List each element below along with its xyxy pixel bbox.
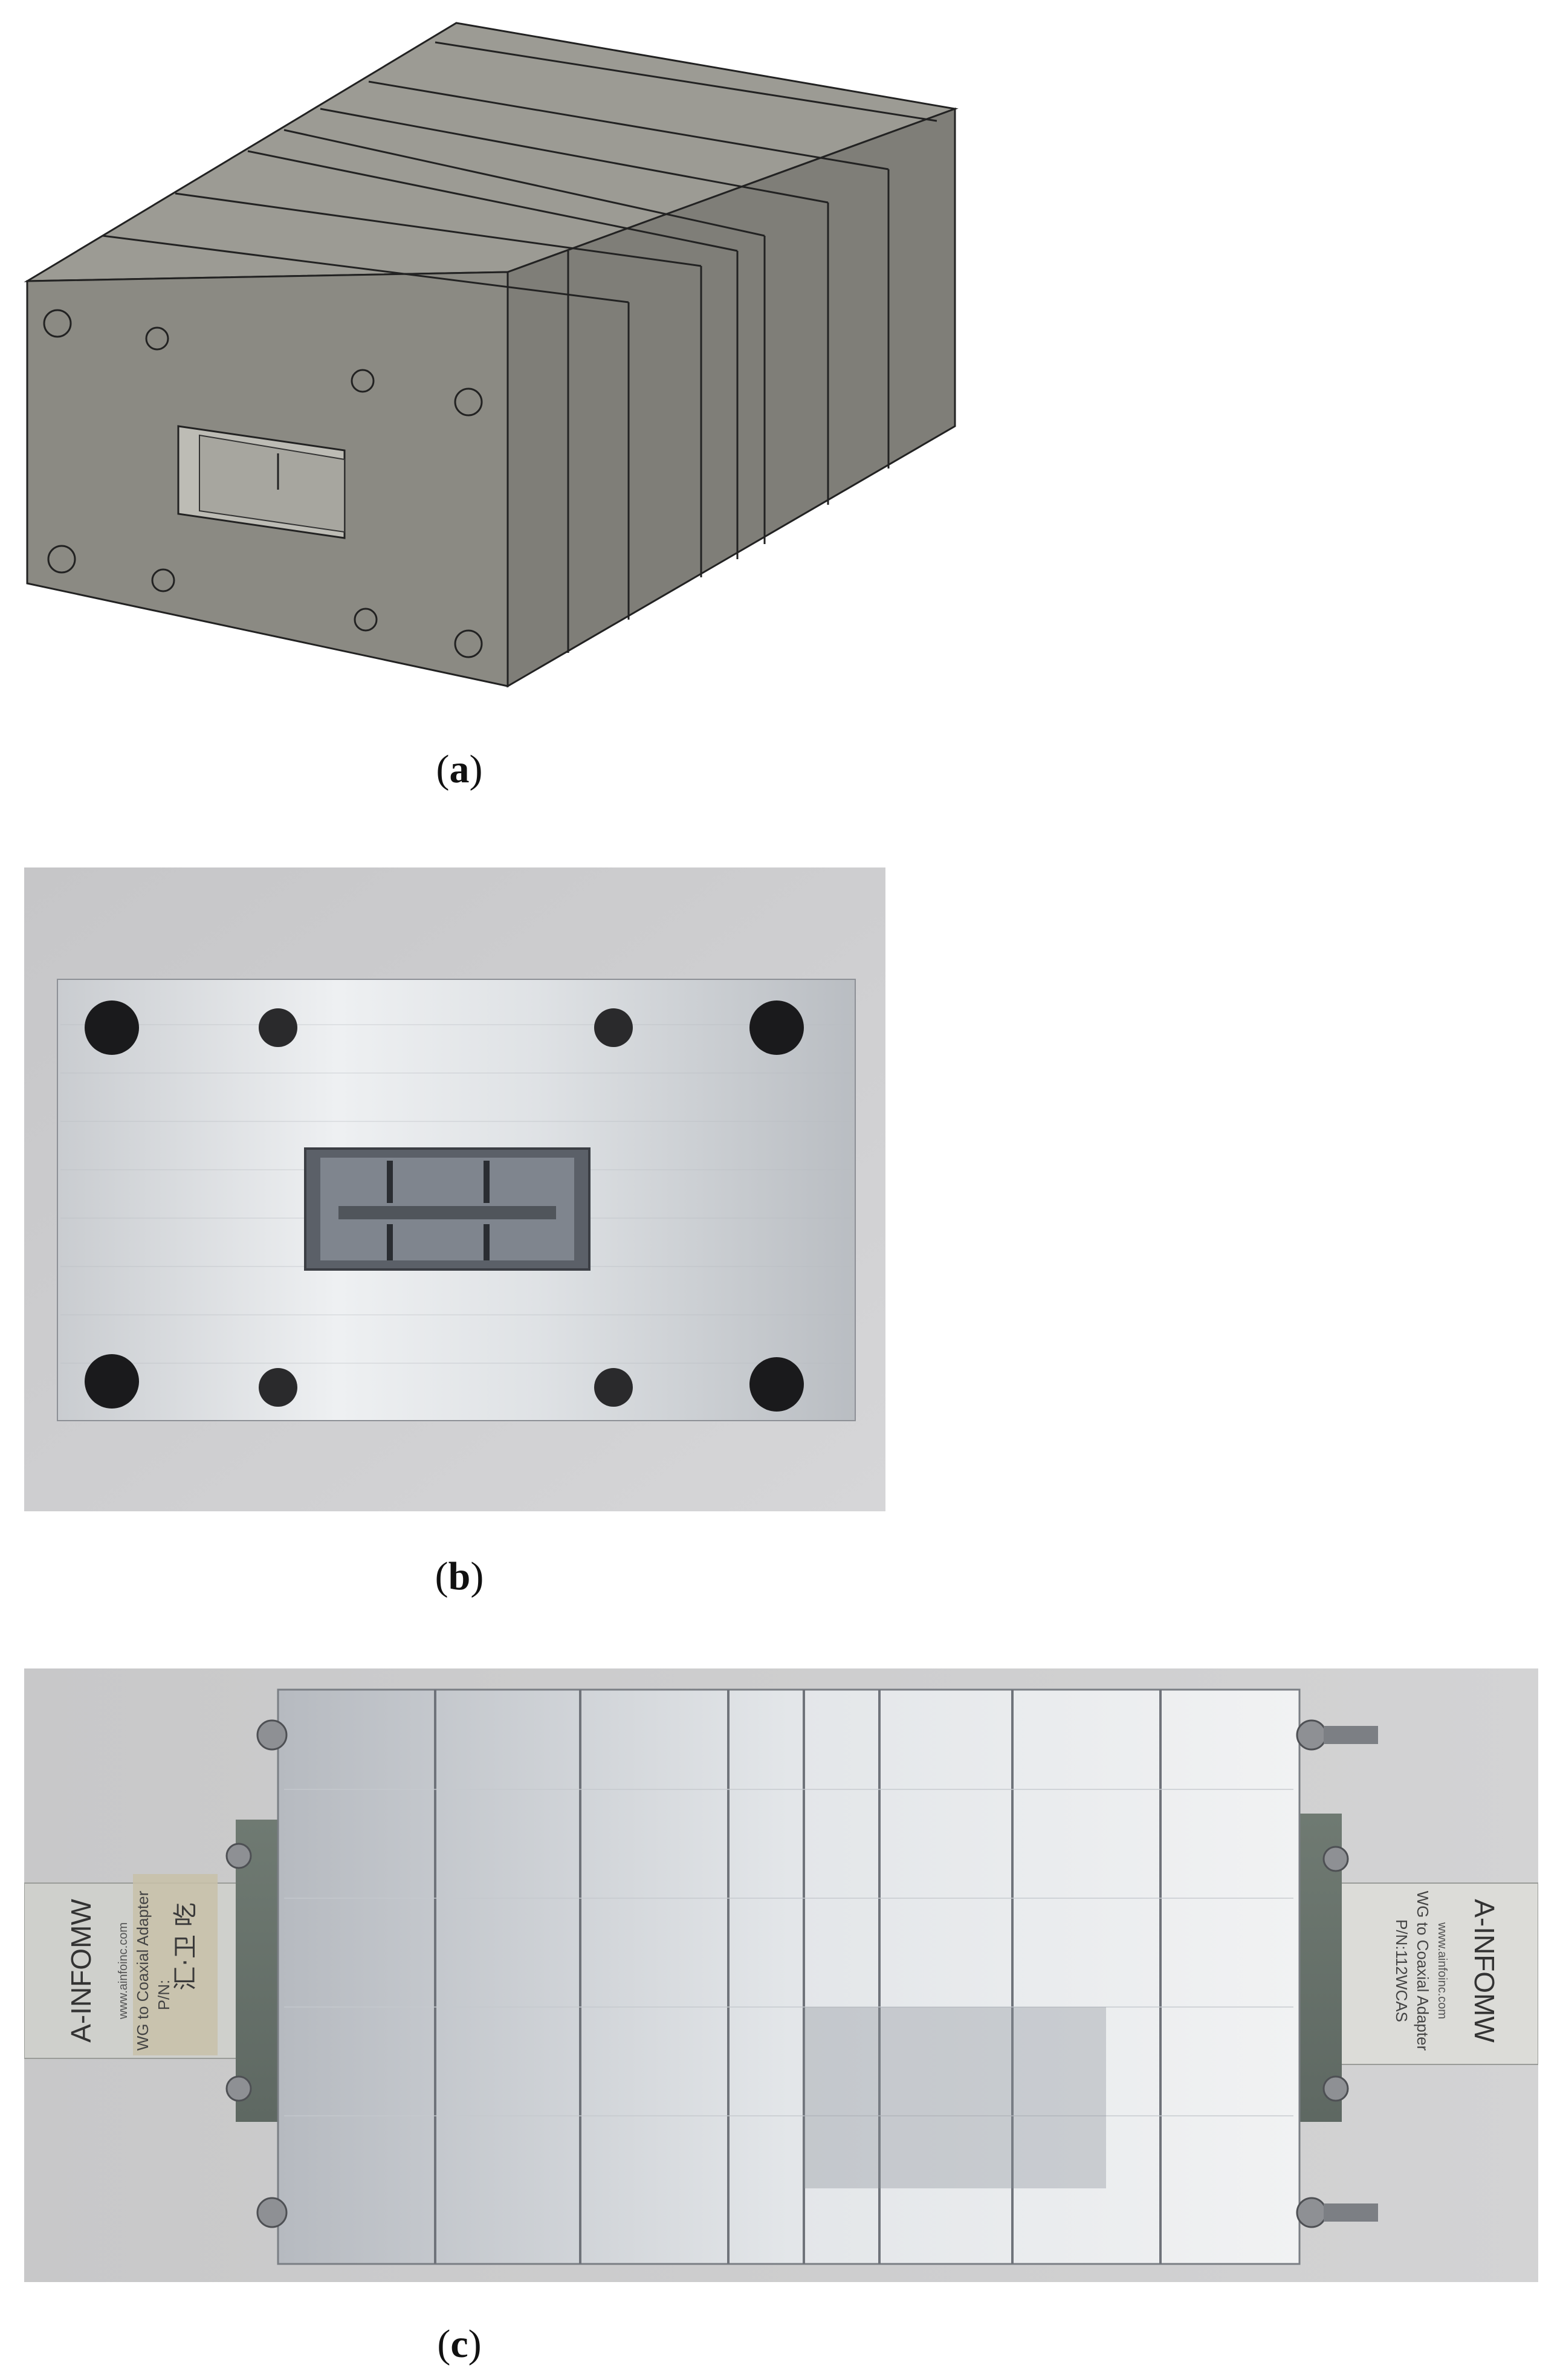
left-adapter-url: www.ainfoinc.com [117, 1922, 130, 2020]
plate-photo-illustration [24, 867, 885, 1511]
assembly-screws [225, 1719, 1349, 2228]
stacked-filter-block [277, 1688, 1301, 2265]
panel-a-cad-model [18, 12, 961, 695]
caption-c: (c) [437, 2322, 482, 2366]
assembly-photo-illustration: A-INFOMW www.ainfoinc.com WG to Coaxial … [24, 1668, 1538, 2282]
caption-b-letter: b [448, 1554, 471, 1598]
left-adapter-tape [133, 1874, 218, 2055]
right-adapter-desc: WG to Coaxial Adapter [1414, 1891, 1432, 2051]
right-adapter-brand: A-INFOMW [1469, 1899, 1500, 2043]
panel-c-assembly-photo: A-INFOMW www.ainfoinc.com WG to Coaxial … [24, 1668, 1538, 2282]
left-adapter-label: A-INFOMW www.ainfoinc.com WG to Coaxial … [65, 1890, 199, 2051]
caption-c-letter: c [450, 2322, 468, 2366]
left-adapter-pn: P/N: [155, 1980, 173, 2011]
left-adapter-handwriting: 汇·卫 吃 [172, 1902, 199, 1990]
left-adapter-desc: WG to Coaxial Adapter [134, 1890, 152, 2051]
left-adapter-brand: A-INFOMW [65, 1899, 97, 2043]
caption-a-letter: a [449, 747, 470, 791]
panel-b-plate-photo [24, 867, 885, 1511]
cad-model-illustration [24, 22, 959, 688]
plate-holes [85, 1000, 804, 1412]
right-adapter-pn: P/N:112WCAS [1393, 1919, 1411, 2022]
caption-a: (a) [436, 747, 483, 791]
block-section-seams [434, 1690, 1162, 2264]
right-adapter-label: A-INFOMW www.ainfoinc.com WG to Coaxial … [1393, 1891, 1500, 2051]
cad-bolt-holes [43, 309, 483, 658]
cad-section-lines [102, 41, 937, 653]
cad-waveguide-inner [199, 434, 345, 533]
right-adapter-body [1308, 1882, 1538, 2065]
right-adapter-url: www.ainfoinc.com [1435, 1922, 1449, 2019]
caption-b: (b) [435, 1554, 484, 1598]
